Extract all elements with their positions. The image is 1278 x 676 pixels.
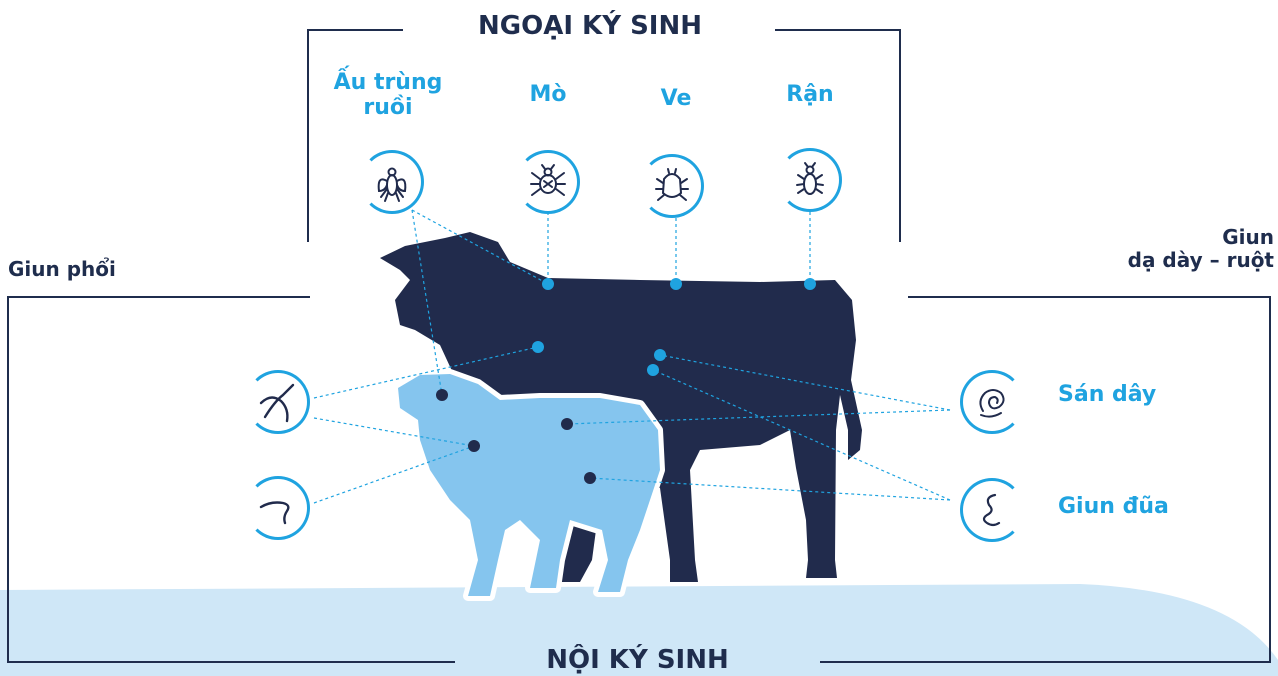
cow-dot [654,349,666,361]
sheep-dot [436,389,448,401]
mite-icon [516,150,580,214]
cow-dot [670,278,682,290]
sheep-dot [584,472,596,484]
sheep-dot [561,418,573,430]
cow-dot [532,341,544,353]
lungworm-single-icon [246,476,310,540]
ecto-title: NGOẠI KÝ SINH [410,12,770,42]
cow-dot [804,278,816,290]
sheep-dot [468,440,480,452]
fly-larva-label: Ấu trùng ruồi [318,70,458,121]
gi-worm-label-line1: Giun [1060,226,1274,249]
tapeworm-icon [960,370,1024,434]
fly-larva-label-line1: Ấu trùng [318,70,458,95]
louse-label: Rận [768,82,852,107]
tick-icon [640,154,704,218]
gi-worm-label-line2: dạ dày – ruột [1060,249,1274,272]
lungworm-label: Giun phổi [8,258,116,281]
lungworm-pair-icon [246,370,310,434]
mite-label: Mò [508,82,588,107]
roundworm-label: Giun đũa [1058,494,1169,519]
roundworm-icon [960,478,1024,542]
cow-dot [542,278,554,290]
fly-larva-label-line2: ruồi [318,95,458,120]
louse-icon [778,148,842,212]
sheep-silhouette [398,374,660,596]
endo-title: NỘI KÝ SINH [460,646,815,676]
gi-worm-label: Giun dạ dày – ruột [1060,226,1274,272]
tick-label: Ve [636,86,716,111]
fly-larva-icon [360,150,424,214]
cow-dot [647,364,659,376]
tapeworm-label: Sán dây [1058,382,1156,407]
